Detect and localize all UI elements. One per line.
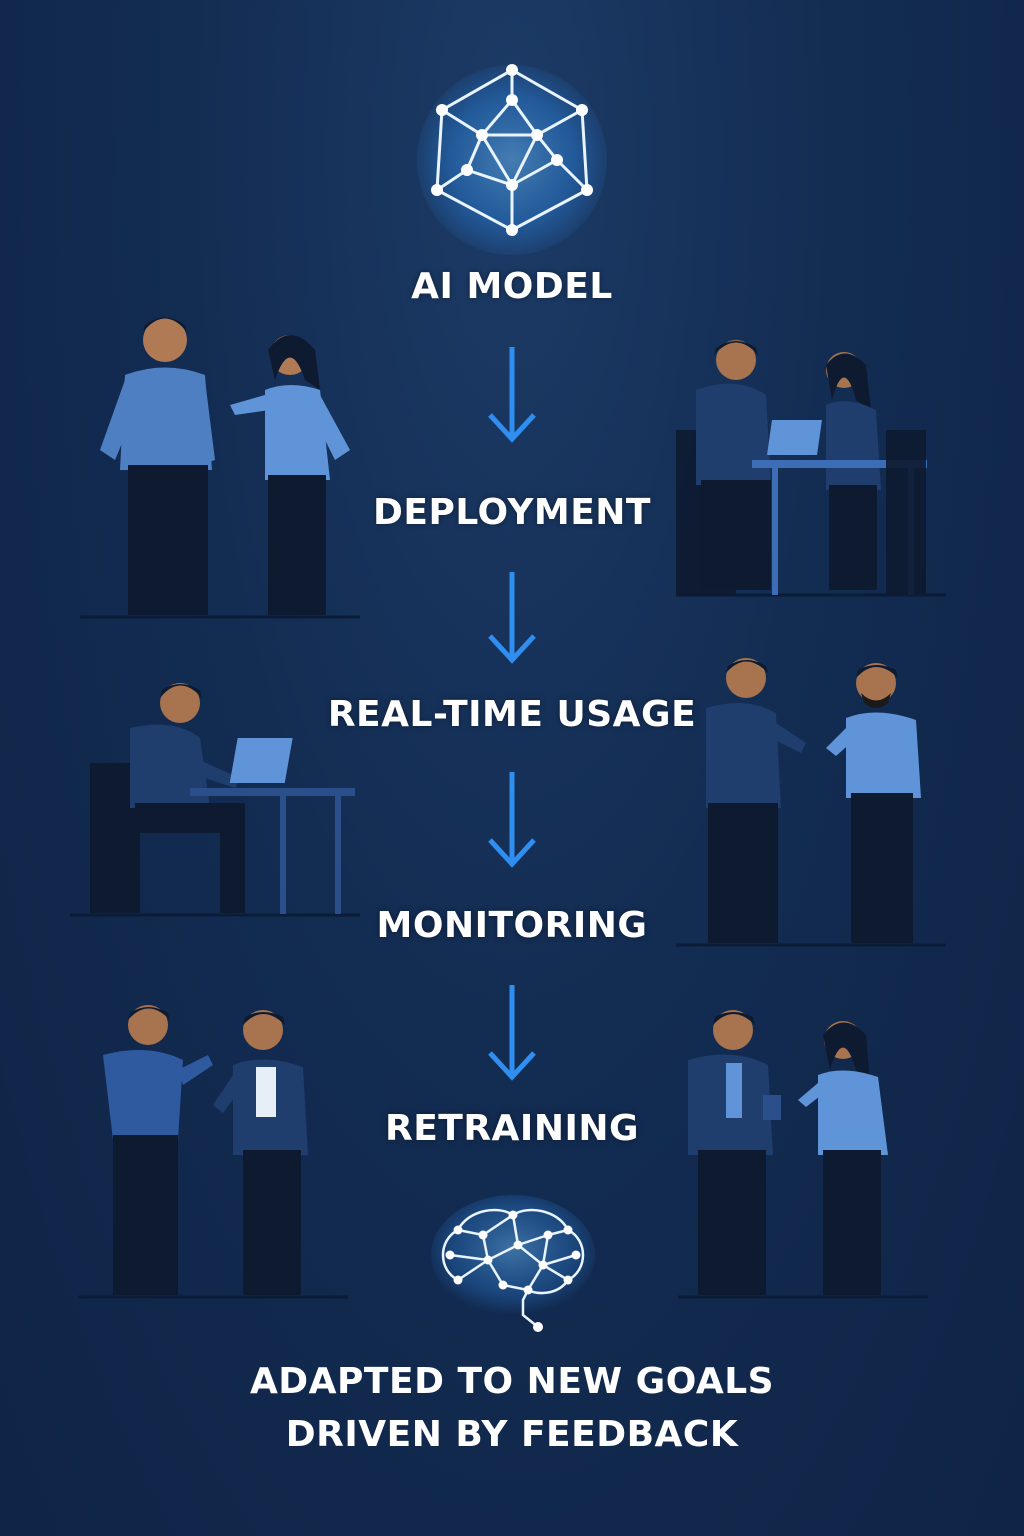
footer-line-1: ADAPTED TO NEW GOALS <box>249 1361 775 1402</box>
footer-line-2: DRIVEN BY FEEDBACK <box>285 1414 739 1455</box>
person-with-laptop-illustration <box>70 683 360 917</box>
people-with-tablet-illustration <box>678 1010 928 1299</box>
people-at-desk-illustration <box>676 340 946 597</box>
step-label-real-time-usage: REAL-TIME USAGE <box>327 694 697 735</box>
arrow-down-icon <box>488 772 536 868</box>
step-label-retraining: RETRAINING <box>384 1108 640 1149</box>
people-talking-illustration <box>676 658 946 947</box>
arrow-down-icon <box>488 572 536 664</box>
network-brain-icon <box>431 1195 595 1332</box>
arrow-down-icon <box>488 985 536 1081</box>
network-polyhedron-icon <box>417 64 607 255</box>
step-label-deployment: DEPLOYMENT <box>372 492 651 533</box>
people-talking-illustration <box>78 1005 348 1299</box>
arrow-down-icon <box>488 347 536 443</box>
step-label-ai-model: AI MODEL <box>411 266 613 307</box>
people-talking-illustration <box>80 317 360 619</box>
step-label-monitoring: MONITORING <box>376 905 648 946</box>
